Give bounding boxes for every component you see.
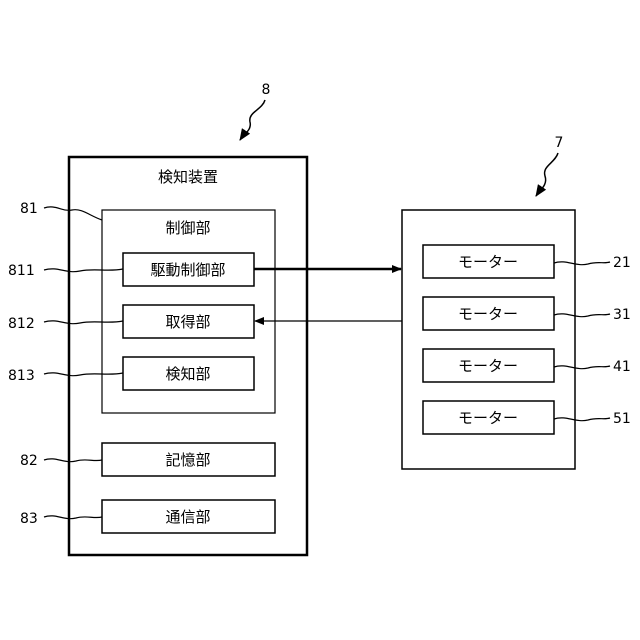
motor-31: モーター: [423, 297, 554, 330]
motor-41-ref: 41: [613, 359, 631, 375]
drive-control-unit: 駆動制御部: [123, 253, 254, 286]
storage-ref: 82: [20, 453, 38, 469]
drive-control-ref: 811: [8, 263, 35, 279]
detection-device-ref: 8: [262, 82, 271, 98]
motor-31-ref: 31: [613, 307, 631, 323]
motor-21: モーター: [423, 245, 554, 278]
detection-ref: 813: [8, 368, 35, 384]
motor-group-leader: [536, 153, 558, 196]
communication-label: 通信部: [165, 508, 210, 526]
control-unit-ref: 81: [20, 201, 38, 217]
motor-41-label: モーター: [458, 357, 518, 375]
motor-51-label: モーター: [458, 409, 518, 427]
motor-51: モーター: [423, 401, 554, 434]
communication-ref: 83: [20, 511, 38, 527]
acquisition-ref: 812: [8, 316, 35, 332]
motor-21-ref: 21: [613, 255, 631, 271]
control-unit-title: 制御部: [165, 219, 210, 237]
storage-unit: 記憶部: [102, 443, 275, 476]
detection-device-leader: [240, 100, 265, 140]
motor-31-label: モーター: [458, 305, 518, 323]
motor-21-label: モーター: [458, 253, 518, 271]
communication-unit: 通信部: [102, 500, 275, 533]
acquisition-label: 取得部: [165, 313, 210, 331]
motor-41: モーター: [423, 349, 554, 382]
motor-51-ref: 51: [613, 411, 631, 427]
motor-group-ref: 7: [555, 135, 564, 151]
detection-unit: 検知部: [123, 357, 254, 390]
storage-label: 記憶部: [165, 451, 210, 469]
detection-label: 検知部: [165, 365, 210, 383]
detection-device-title: 検知装置: [158, 168, 218, 186]
acquisition-unit: 取得部: [123, 305, 254, 338]
drive-control-label: 駆動制御部: [150, 261, 225, 279]
